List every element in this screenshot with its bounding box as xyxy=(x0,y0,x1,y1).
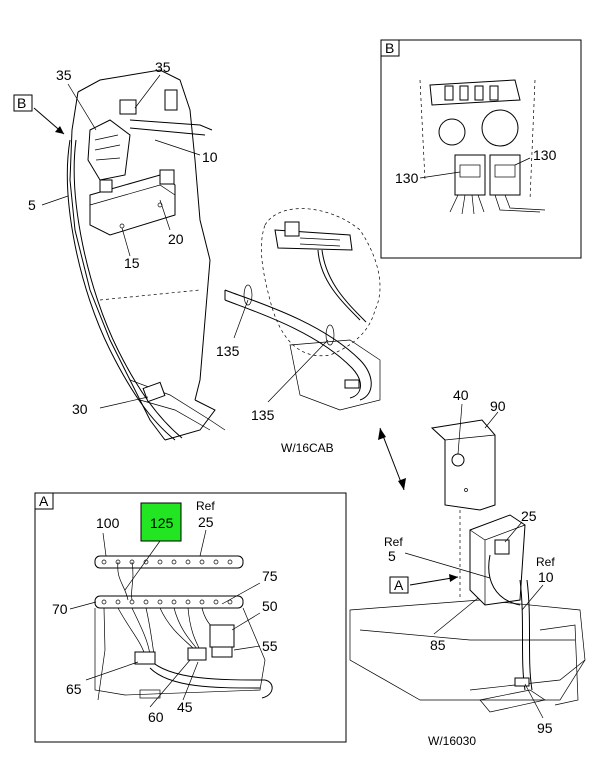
callout-75: 75 xyxy=(262,568,278,584)
callout-85: 85 xyxy=(430,637,446,653)
middle-harness: 135 135 W/16CAB xyxy=(216,208,381,455)
callout-70: 70 xyxy=(52,601,68,617)
double-arrow xyxy=(378,427,406,491)
callout-25: 25 xyxy=(198,514,214,530)
callout-35-right: 35 xyxy=(155,59,171,75)
callout-5-lower: 5 xyxy=(388,548,396,564)
detail-b: B 130 130 xyxy=(380,39,582,259)
callout-65: 65 xyxy=(66,681,82,697)
callout-20: 20 xyxy=(168,231,184,247)
highlighted-callout-125 xyxy=(140,502,182,542)
callout-50: 50 xyxy=(262,598,278,614)
callout-135-upper: 135 xyxy=(216,343,240,359)
callout-45: 45 xyxy=(177,699,193,715)
callout-15: 15 xyxy=(124,255,140,271)
callout-95: 95 xyxy=(537,720,553,736)
callout-55: 55 xyxy=(262,638,278,654)
callout-90: 90 xyxy=(490,398,506,414)
callout-ref-5-label: Ref xyxy=(384,535,403,549)
callout-10: 10 xyxy=(202,149,218,165)
callout-a-marker: A xyxy=(394,577,404,593)
caption-w16030: W/16030 xyxy=(428,734,476,748)
callout-25-lower: 25 xyxy=(521,508,537,524)
callout-130-right: 130 xyxy=(533,147,557,163)
callout-b-marker: B xyxy=(17,95,26,111)
callout-ref-label: Ref xyxy=(196,499,215,513)
callout-10-lower: 10 xyxy=(538,569,554,585)
callout-ref-10-label: Ref xyxy=(536,555,555,569)
main-assembly: 35 35 B 10 5 20 15 30 xyxy=(13,59,226,441)
callout-35-left: 35 xyxy=(56,67,72,83)
callout-60: 60 xyxy=(148,709,164,725)
callout-100: 100 xyxy=(96,515,120,531)
callout-130-left: 130 xyxy=(395,170,419,186)
callout-135-lower: 135 xyxy=(251,407,275,423)
callout-30: 30 xyxy=(72,401,88,417)
caption-w16cab: W/16CAB xyxy=(281,441,334,455)
detail-a-title: A xyxy=(39,493,49,509)
callout-40: 40 xyxy=(453,387,469,403)
detail-a: A 125 xyxy=(34,492,347,743)
detail-b-title: B xyxy=(385,40,394,56)
rail-holes xyxy=(101,559,233,605)
callout-125: 125 xyxy=(150,515,174,531)
callout-5: 5 xyxy=(28,197,36,213)
lower-right-assembly: 40 90 A 25 Ref 5 Ref 10 85 95 W xyxy=(349,387,586,748)
